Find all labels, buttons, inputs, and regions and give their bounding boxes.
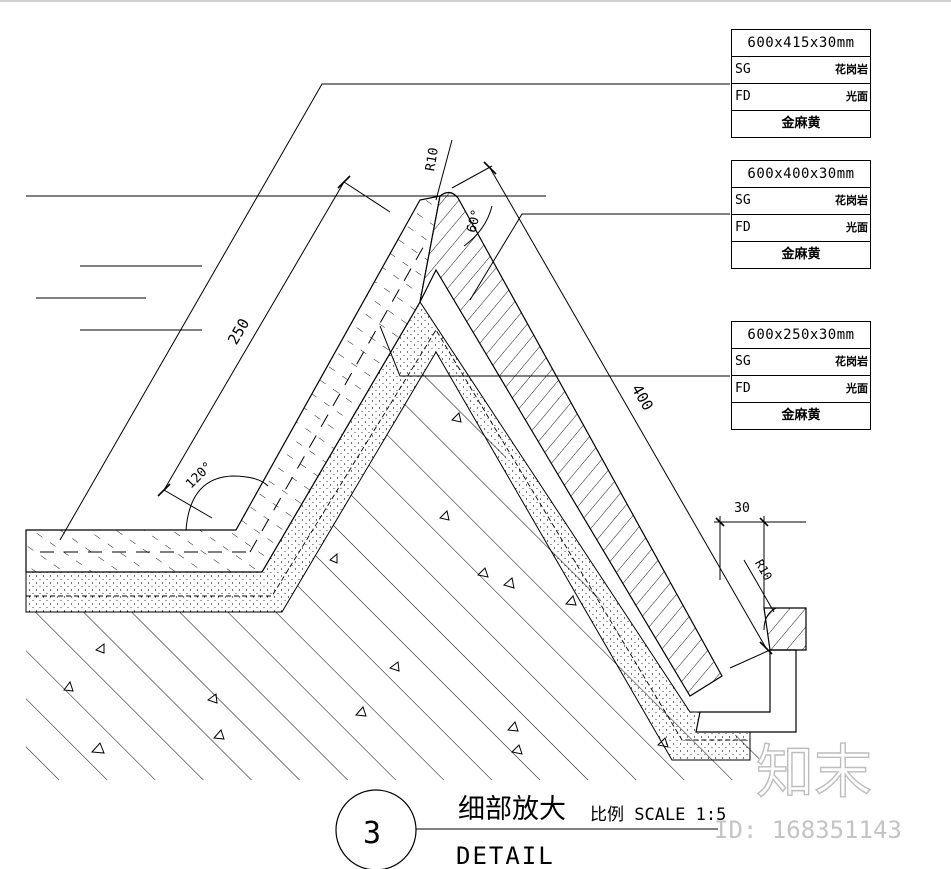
dim-label-60: 60°	[464, 208, 485, 235]
spec-material: 金麻黄	[732, 241, 870, 268]
dim-label-r10-top: R10	[423, 147, 442, 173]
watermark-logo: 知末	[756, 738, 872, 806]
earth-fill	[26, 352, 760, 780]
spec-sg-desc: 花岗岩	[835, 355, 868, 368]
detail-title-en: DETAIL	[456, 842, 555, 869]
dimension-250	[157, 175, 391, 519]
angle-60-arc	[463, 205, 493, 247]
spec-material: 金麻黄	[732, 402, 870, 429]
spec-sg-row: SG 花岗岩	[732, 187, 870, 214]
spec-size: 600x415x30mm	[747, 35, 855, 51]
spec-sg-row: SG 花岗岩	[732, 56, 870, 83]
dim-label-120: 120°	[183, 459, 216, 492]
watermark-id: ID: 168351143	[714, 816, 902, 844]
spec-table-3: 600x250x30mm SG 花岗岩 FD 光面 金麻黄	[731, 321, 871, 430]
stone-cladding-left	[25, 195, 441, 573]
spec-fd-row: FD 光面	[732, 375, 870, 402]
detail-number-circle	[335, 789, 417, 869]
stone-cladding-right	[419, 191, 723, 697]
spec-fd-row: FD 光面	[732, 214, 870, 241]
dim-label-400: 400	[628, 381, 657, 413]
dim-label-30: 30	[734, 501, 750, 516]
spec-sg-code: SG	[735, 354, 751, 369]
leader-lines	[59, 83, 730, 541]
spec-sg-desc: 花岗岩	[835, 194, 868, 207]
angle-120-arc	[185, 475, 269, 531]
spec-fd-desc: 光面	[846, 221, 868, 234]
spec-fd-code: FD	[735, 89, 751, 104]
spec-fd-code: FD	[735, 220, 751, 235]
base-step-block	[695, 607, 807, 733]
spec-material: 金麻黄	[732, 110, 870, 137]
reference-lines	[26, 195, 546, 331]
detail-scale: 比例 SCALE 1:5	[590, 805, 726, 825]
spec-fd-code: FD	[735, 381, 751, 396]
spec-table-1: 600x415x30mm SG 花岗岩 FD 光面 金麻黄	[731, 29, 871, 138]
spec-fd-desc: 光面	[846, 90, 868, 103]
detail-title-cn: 细部放大	[458, 794, 566, 825]
radius-top-leader	[435, 139, 453, 201]
spec-size: 600x400x30mm	[747, 166, 855, 182]
spec-sg-code: SG	[735, 193, 751, 208]
dim-label-250: 250	[224, 315, 253, 347]
radius-right-leader	[743, 559, 777, 631]
spec-fd-desc: 光面	[846, 382, 868, 395]
spec-sg-desc: 花岗岩	[835, 63, 868, 76]
spec-sg-code: SG	[735, 62, 751, 77]
spec-table-2: 600x400x30mm SG 花岗岩 FD 光面 金麻黄	[731, 160, 871, 269]
spec-fd-row: FD 光面	[732, 83, 870, 110]
spec-sg-row: SG 花岗岩	[732, 348, 870, 375]
watermark: 知末 ID: 168351143	[714, 737, 902, 844]
title-block: 3 细部放大 比例 SCALE 1:5 DETAIL	[335, 789, 726, 869]
spec-size: 600x250x30mm	[747, 327, 855, 343]
detail-number: 3	[363, 816, 381, 851]
top-border	[0, 0, 951, 2]
